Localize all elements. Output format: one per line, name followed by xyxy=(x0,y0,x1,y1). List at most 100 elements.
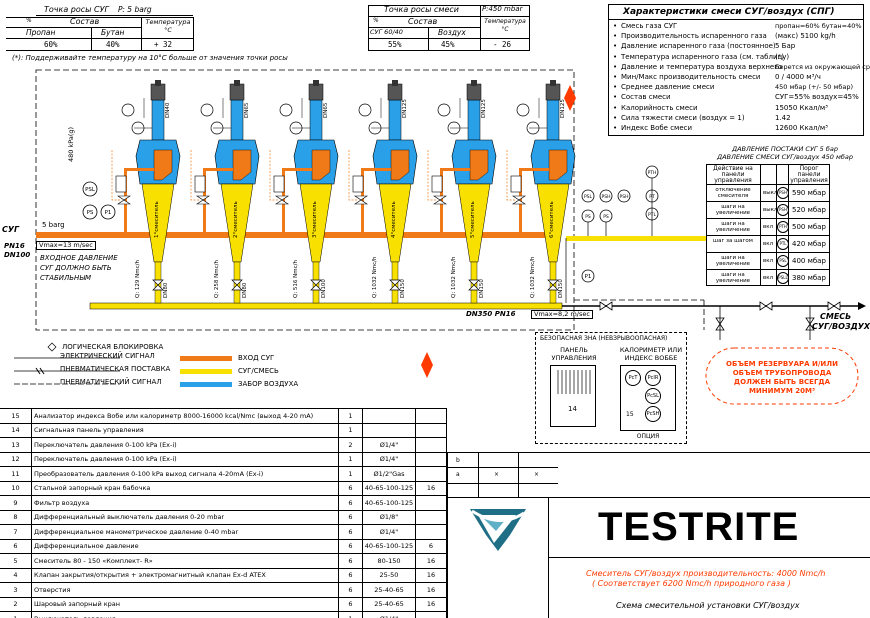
bom-np: 16 xyxy=(416,481,447,495)
solenoid-valve xyxy=(115,175,127,193)
mixer-outlet-dn: DN100 xyxy=(321,279,327,298)
title-block: b a × × TESTRITE Смеситель СУГ/воздух пр… xyxy=(447,452,870,618)
bom-np xyxy=(416,496,447,510)
svg-text:PS: PS xyxy=(585,214,591,220)
lpg-pn: PN16 xyxy=(4,242,25,250)
bom-qty: 6 xyxy=(339,496,363,510)
bom-description: Сигнальная панель управления xyxy=(32,423,339,437)
bom-description: Отверстия xyxy=(32,583,339,597)
props-row: •Сила тяжести смеси (воздух = 1)1.42 xyxy=(613,113,791,122)
outlet-valve xyxy=(152,279,164,291)
props-row-value: (*) xyxy=(775,52,784,61)
ptab-state: выкл xyxy=(763,190,778,196)
rev-x2: × xyxy=(534,471,540,478)
bom-number: 14 xyxy=(0,423,32,437)
bom-nd: 40-65-100-125 xyxy=(363,496,416,510)
bom-nd xyxy=(363,409,416,423)
inlet-note-2: СУГ ДОЛЖНО БЫТЬ xyxy=(40,264,112,272)
bom-qty: 6 xyxy=(339,481,363,495)
ptab-state: вкл xyxy=(763,258,774,264)
bom-description: Клапан закрытия/открытия + электромагнит… xyxy=(32,568,339,582)
air-filter-cap xyxy=(471,80,477,86)
lpg-feed-branch xyxy=(361,168,391,171)
props-row-label: Калорийность смеси xyxy=(621,103,698,112)
panel-label-2: УПРАВЛЕНИЯ xyxy=(551,354,597,362)
mixer-outlet-dn: DN150 xyxy=(558,279,564,298)
pneumatic-signal xyxy=(506,150,515,201)
air-intake-pipe xyxy=(467,99,481,141)
brand-name: TESTRITE xyxy=(598,505,800,549)
bom-np xyxy=(416,525,447,539)
ptab-action: отключение смесителя xyxy=(715,187,751,199)
air-intake-pipe xyxy=(388,99,402,141)
hazard-zone-boundary xyxy=(35,69,575,331)
bom-number: 1 xyxy=(0,612,32,618)
mixer-inlet-dn: DN125 xyxy=(402,99,408,118)
main-pipe-label: DN350 PN16 xyxy=(466,310,516,318)
capacity-line-2: ( Соответствует 6200 Nmc/h природного га… xyxy=(592,579,791,588)
mixer-diffuser xyxy=(536,183,570,263)
mix-dew-title: Точка росы смеси xyxy=(384,5,459,14)
props-row-value: СУГ=55% воздух=45% xyxy=(775,93,859,102)
mixer-label: 2°смеситель xyxy=(233,201,239,238)
lpg-feed-branch xyxy=(124,168,154,171)
lpg-label: СУГ xyxy=(2,225,20,234)
safe-zone-title: БЕЗОПАСНАЯ ЗНА (НЕВЗРЫВООПАСНАЯ) xyxy=(540,335,668,342)
air-filter xyxy=(229,83,245,101)
bom-qty: 1 xyxy=(339,452,363,466)
bom-np: 16 xyxy=(416,597,447,611)
props-title: Характеристики смеси СУГ/воздух (СПГ) xyxy=(623,7,835,17)
air-filter-cap xyxy=(313,80,319,86)
bom-nd: 25-40-65 xyxy=(363,597,416,611)
lpg-dew-table: Точка росы СУГ P: 5 barg % Состав Темпер… xyxy=(6,5,194,51)
svg-text:PS: PS xyxy=(87,210,94,216)
mixer-diffuser xyxy=(457,183,491,263)
bom-np xyxy=(416,452,447,466)
lpg-dew-group: Состав xyxy=(70,17,100,26)
lpg-feed-branch xyxy=(519,168,549,171)
props-row: •Производительность испаренного газа(мак… xyxy=(613,32,836,41)
mixer-outlet-dn: DN150 xyxy=(479,279,485,298)
lpg-dew-pressure: P: 5 barg xyxy=(118,5,152,14)
bom-description: Переключатель давления 0-100 kPa (Ex-i) xyxy=(32,438,339,452)
props-row-value: пропан=60% бутан=40% xyxy=(775,22,862,30)
svg-text:PSH: PSH xyxy=(620,194,629,200)
lpg-feed-branch xyxy=(440,168,470,171)
bom-qty: 1 xyxy=(339,423,363,437)
mix-dew-col1: СУГ 60/40 xyxy=(370,28,403,36)
bom-nd: 40-65-100-125 xyxy=(363,539,416,553)
bom-np xyxy=(416,438,447,452)
props-row-value: (макс) 5100 kg/h xyxy=(775,32,836,41)
lpg-injector xyxy=(469,149,489,181)
option-label: ОПЦИЯ xyxy=(636,433,660,440)
air-filter xyxy=(545,83,561,101)
svg-text:P1: P1 xyxy=(105,210,112,216)
ptab-action: шаги на увеличение xyxy=(715,221,751,233)
bom-number: 15 xyxy=(0,409,32,423)
svg-text:PTH: PTH xyxy=(648,170,657,176)
legend-pneu-signal: ПНЕВМАТИЧЕСКИЙ СИГНАЛ xyxy=(60,378,162,386)
tag-pcsl: PcSL xyxy=(645,388,661,404)
props-row-value: 5 Бар xyxy=(775,42,796,51)
lpg-injector xyxy=(232,149,252,181)
ptab-tag: PTL xyxy=(777,238,789,250)
ptab-state: вкл xyxy=(763,275,774,281)
mixer-flow: Q: 258 Nmc/h xyxy=(214,259,220,298)
bom-np xyxy=(416,467,447,481)
svg-text:PS: PS xyxy=(603,214,609,220)
legend-electric: ЭЛЕКТРИЧЕСКИЙ СИГНАЛ xyxy=(60,352,155,360)
bom-number: 6 xyxy=(0,539,32,553)
legend-logic: ЛОГИЧЕСКАЯ БЛОКИРОВКА xyxy=(62,343,164,351)
